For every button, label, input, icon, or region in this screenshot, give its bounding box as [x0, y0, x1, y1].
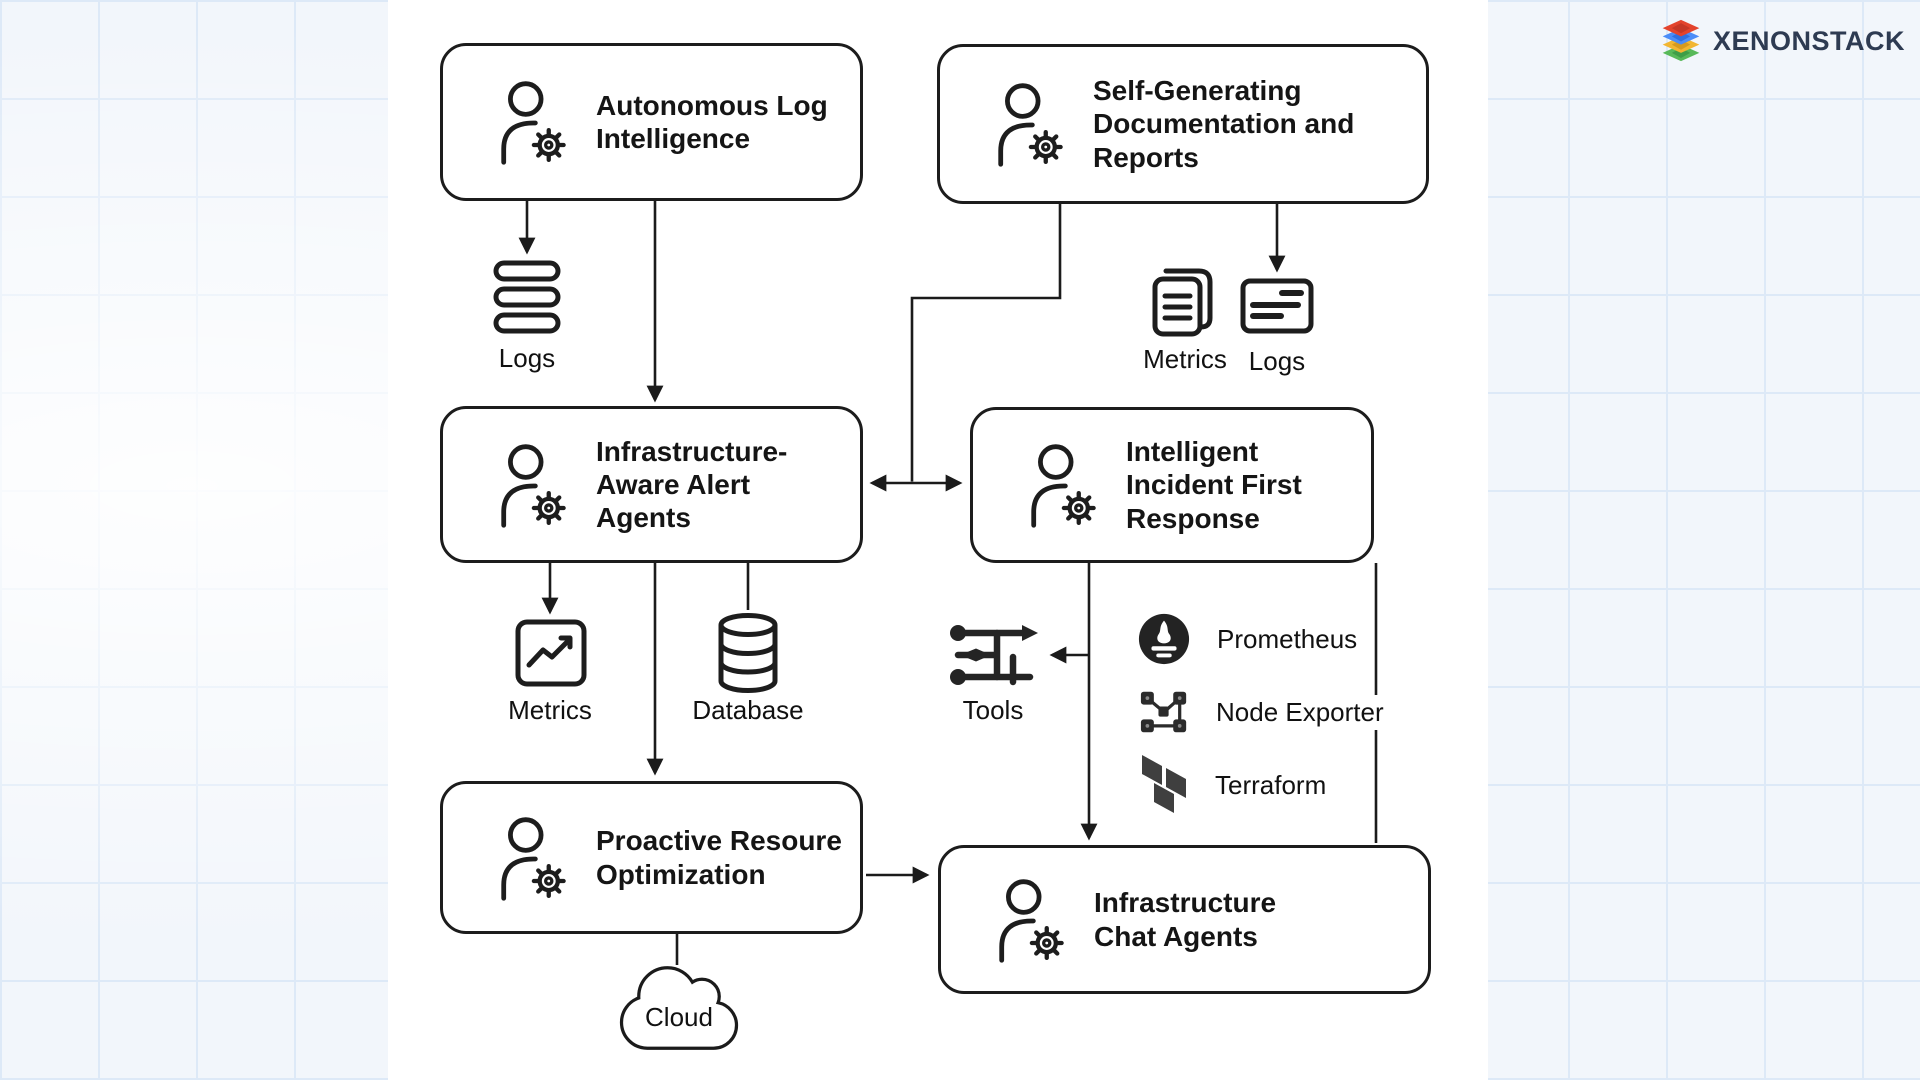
box-proactive-resource-optimization: Proactive Resoure Optimization: [440, 781, 863, 934]
metrics-chart-icon: [515, 619, 587, 687]
box-title: Self-Generating Documentation and Report…: [1093, 75, 1355, 173]
box-title: Infrastructure-Aware Alert Agents: [596, 435, 788, 534]
xenonstack-logo: XENONSTACK: [1659, 18, 1905, 64]
logs-top-label: Logs: [1248, 346, 1306, 376]
tool-row-node-exporter: Node Exporter: [1138, 688, 1392, 736]
metrics-mid-label: Metrics: [508, 695, 592, 725]
cloud-label: Cloud: [645, 1002, 713, 1032]
terraform-icon: [1139, 755, 1189, 815]
prometheus-icon: [1137, 612, 1191, 666]
node-exporter-label: Node Exporter: [1216, 694, 1392, 730]
prometheus-label: Prometheus: [1217, 621, 1366, 657]
logs-left-label: Logs: [498, 343, 556, 373]
database-icon: [716, 612, 780, 694]
box-infrastructure-aware-alert-agents: Infrastructure-Aware Alert Agents: [440, 406, 863, 563]
box-self-generating-docs: Self-Generating Documentation and Report…: [937, 44, 1429, 204]
metrics-top-label: Metrics: [1143, 344, 1227, 374]
box-title: Infrastructure Chat Agents: [1094, 887, 1277, 952]
metrics-pages-icon: [1152, 266, 1218, 338]
box-title: Intelligent Incident First Response: [1126, 436, 1302, 534]
box-infrastructure-chat-agents: Infrastructure Chat Agents: [938, 845, 1431, 994]
logs-stack-icon: [493, 260, 561, 334]
box-title: Autonomous Log Intelligence: [596, 89, 828, 154]
tools-icon: [948, 624, 1040, 686]
box-autonomous-log-intelligence: Autonomous Log Intelligence: [440, 43, 863, 201]
person-gear-icon: [993, 874, 1066, 966]
person-gear-icon: [1025, 439, 1098, 531]
tools-label: Tools: [962, 695, 1024, 725]
tool-row-prometheus: Prometheus: [1137, 612, 1366, 666]
cloud-node: Cloud: [613, 962, 745, 1054]
person-gear-icon: [495, 76, 568, 168]
person-gear-icon: [992, 78, 1065, 170]
terraform-label: Terraform: [1215, 767, 1335, 803]
node-exporter-icon: [1138, 688, 1190, 736]
box-intelligent-incident-first-response: Intelligent Incident First Response: [970, 407, 1374, 563]
person-gear-icon: [495, 812, 568, 904]
box-title: Proactive Resoure Optimization: [596, 825, 842, 890]
logs-card-icon: [1240, 278, 1314, 334]
person-gear-icon: [495, 439, 568, 531]
database-label: Database: [692, 695, 804, 725]
xenonstack-logo-icon: [1659, 18, 1703, 64]
xenonstack-logo-text: XENONSTACK: [1713, 25, 1906, 56]
tool-row-terraform: Terraform: [1139, 755, 1335, 815]
